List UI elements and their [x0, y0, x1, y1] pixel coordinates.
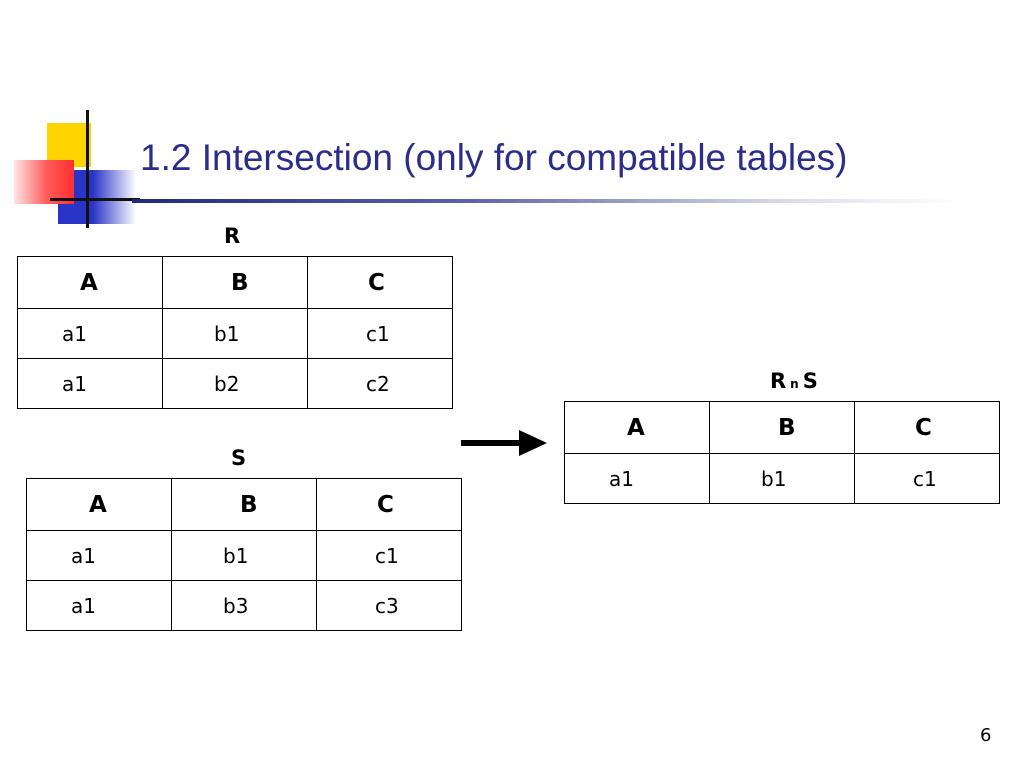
table-cell: b1 — [162, 308, 308, 359]
table-cell: b1 — [171, 530, 317, 581]
decor-red-square — [14, 160, 74, 204]
decor-horizontal-line — [50, 198, 140, 201]
arrow-head-icon — [519, 430, 547, 456]
decor-vertical-line — [86, 110, 89, 228]
table-cell: c2 — [307, 358, 453, 409]
table-row: a1 b1 c1 — [17, 308, 453, 359]
table-s: A B C a1 b1 c1 a1 b3 c3 — [26, 478, 462, 631]
table-s-caption: S — [231, 446, 247, 470]
table-cell: c1 — [307, 308, 453, 359]
table-cell: c1 — [316, 530, 462, 581]
table-cell: a1 — [17, 358, 163, 409]
table-result: A B C a1 b1 c1 — [564, 401, 1000, 504]
result-caption-right: S — [802, 369, 818, 393]
table-row: a1 b3 c3 — [26, 580, 462, 631]
table-cell: b2 — [162, 358, 308, 409]
table-header-row: A B C — [17, 256, 453, 309]
header-cell-b: B — [709, 401, 855, 454]
decor-yellow-square — [47, 123, 91, 167]
table-row: a1 b2 c2 — [17, 358, 453, 409]
arrow-right-icon — [461, 440, 527, 446]
table-row: a1 b1 c1 — [26, 530, 462, 581]
table-cell: b1 — [709, 453, 855, 504]
table-cell: a1 — [17, 308, 163, 359]
table-cell: a1 — [26, 530, 172, 581]
table-header-row: A B C — [564, 401, 1000, 454]
table-cell: a1 — [564, 453, 710, 504]
title-underline — [132, 199, 962, 203]
table-r-caption: R — [224, 224, 241, 248]
result-caption-left: R — [770, 369, 787, 393]
header-cell-c: C — [854, 401, 1000, 454]
page-number: 6 — [980, 725, 992, 746]
table-cell: c3 — [316, 580, 462, 631]
header-cell-b: B — [171, 478, 317, 531]
header-cell-c: C — [316, 478, 462, 531]
table-cell: b3 — [171, 580, 317, 631]
intersection-symbol: n — [790, 377, 799, 391]
header-cell-a: A — [17, 256, 163, 309]
table-cell: a1 — [26, 580, 172, 631]
header-cell-a: A — [26, 478, 172, 531]
table-row: a1 b1 c1 — [564, 453, 1000, 504]
header-cell-c: C — [307, 256, 453, 309]
slide-title: 1.2 Intersection (only for compatible ta… — [140, 137, 848, 178]
table-cell: c1 — [854, 453, 1000, 504]
header-cell-b: B — [162, 256, 308, 309]
header-cell-a: A — [564, 401, 710, 454]
table-header-row: A B C — [26, 478, 462, 531]
table-r: A B C a1 b1 c1 a1 b2 c2 — [17, 256, 453, 409]
